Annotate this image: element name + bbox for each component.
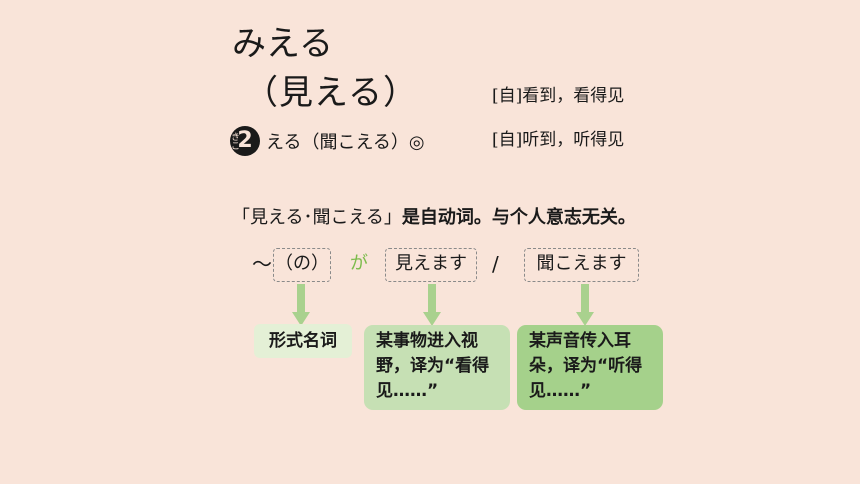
pattern-tilde: ～ [252, 252, 272, 276]
word1-meaning: [自]看到，看得见 [492, 86, 625, 106]
formal-noun-label: 形式名词 [254, 324, 352, 358]
pattern-kikoemasu-box: 聞こえます [524, 248, 639, 282]
down-arrow-icon [576, 284, 594, 326]
explanation-rest: 是自动词。与个人意志无关。 [401, 207, 636, 228]
word2-text: える（聞こえる）◎ [266, 132, 425, 153]
furigana: きこ [229, 132, 239, 150]
pattern-no-box: （の） [273, 248, 331, 282]
number-badge-value: 2 [237, 128, 253, 153]
number-badge: きこ 2 [229, 126, 260, 156]
pattern-miemasu-box: 見えます [385, 248, 477, 282]
see-explanation-card: 某事物进入视野，译为“看得见……” [364, 325, 510, 410]
hear-explanation-card: 某声音传入耳朵，译为“听得见……” [517, 325, 663, 410]
down-arrow-icon [292, 284, 310, 326]
word1-kana: みえる [232, 24, 333, 64]
explanation-sentence: 「見える･聞こえる」是自动词。与个人意志无关。 [232, 204, 636, 232]
word2-meaning: [自]听到，听得见 [492, 130, 625, 150]
down-arrow-icon [423, 284, 441, 326]
word2-row: きこ 2 える（聞こえる）◎ [229, 124, 425, 158]
word1-kanji: （見える） [244, 73, 418, 113]
explanation-quoted: 「見える･聞こえる」 [232, 207, 402, 228]
pattern-ga-particle: が [350, 253, 368, 274]
pattern-slash: / [492, 252, 499, 276]
